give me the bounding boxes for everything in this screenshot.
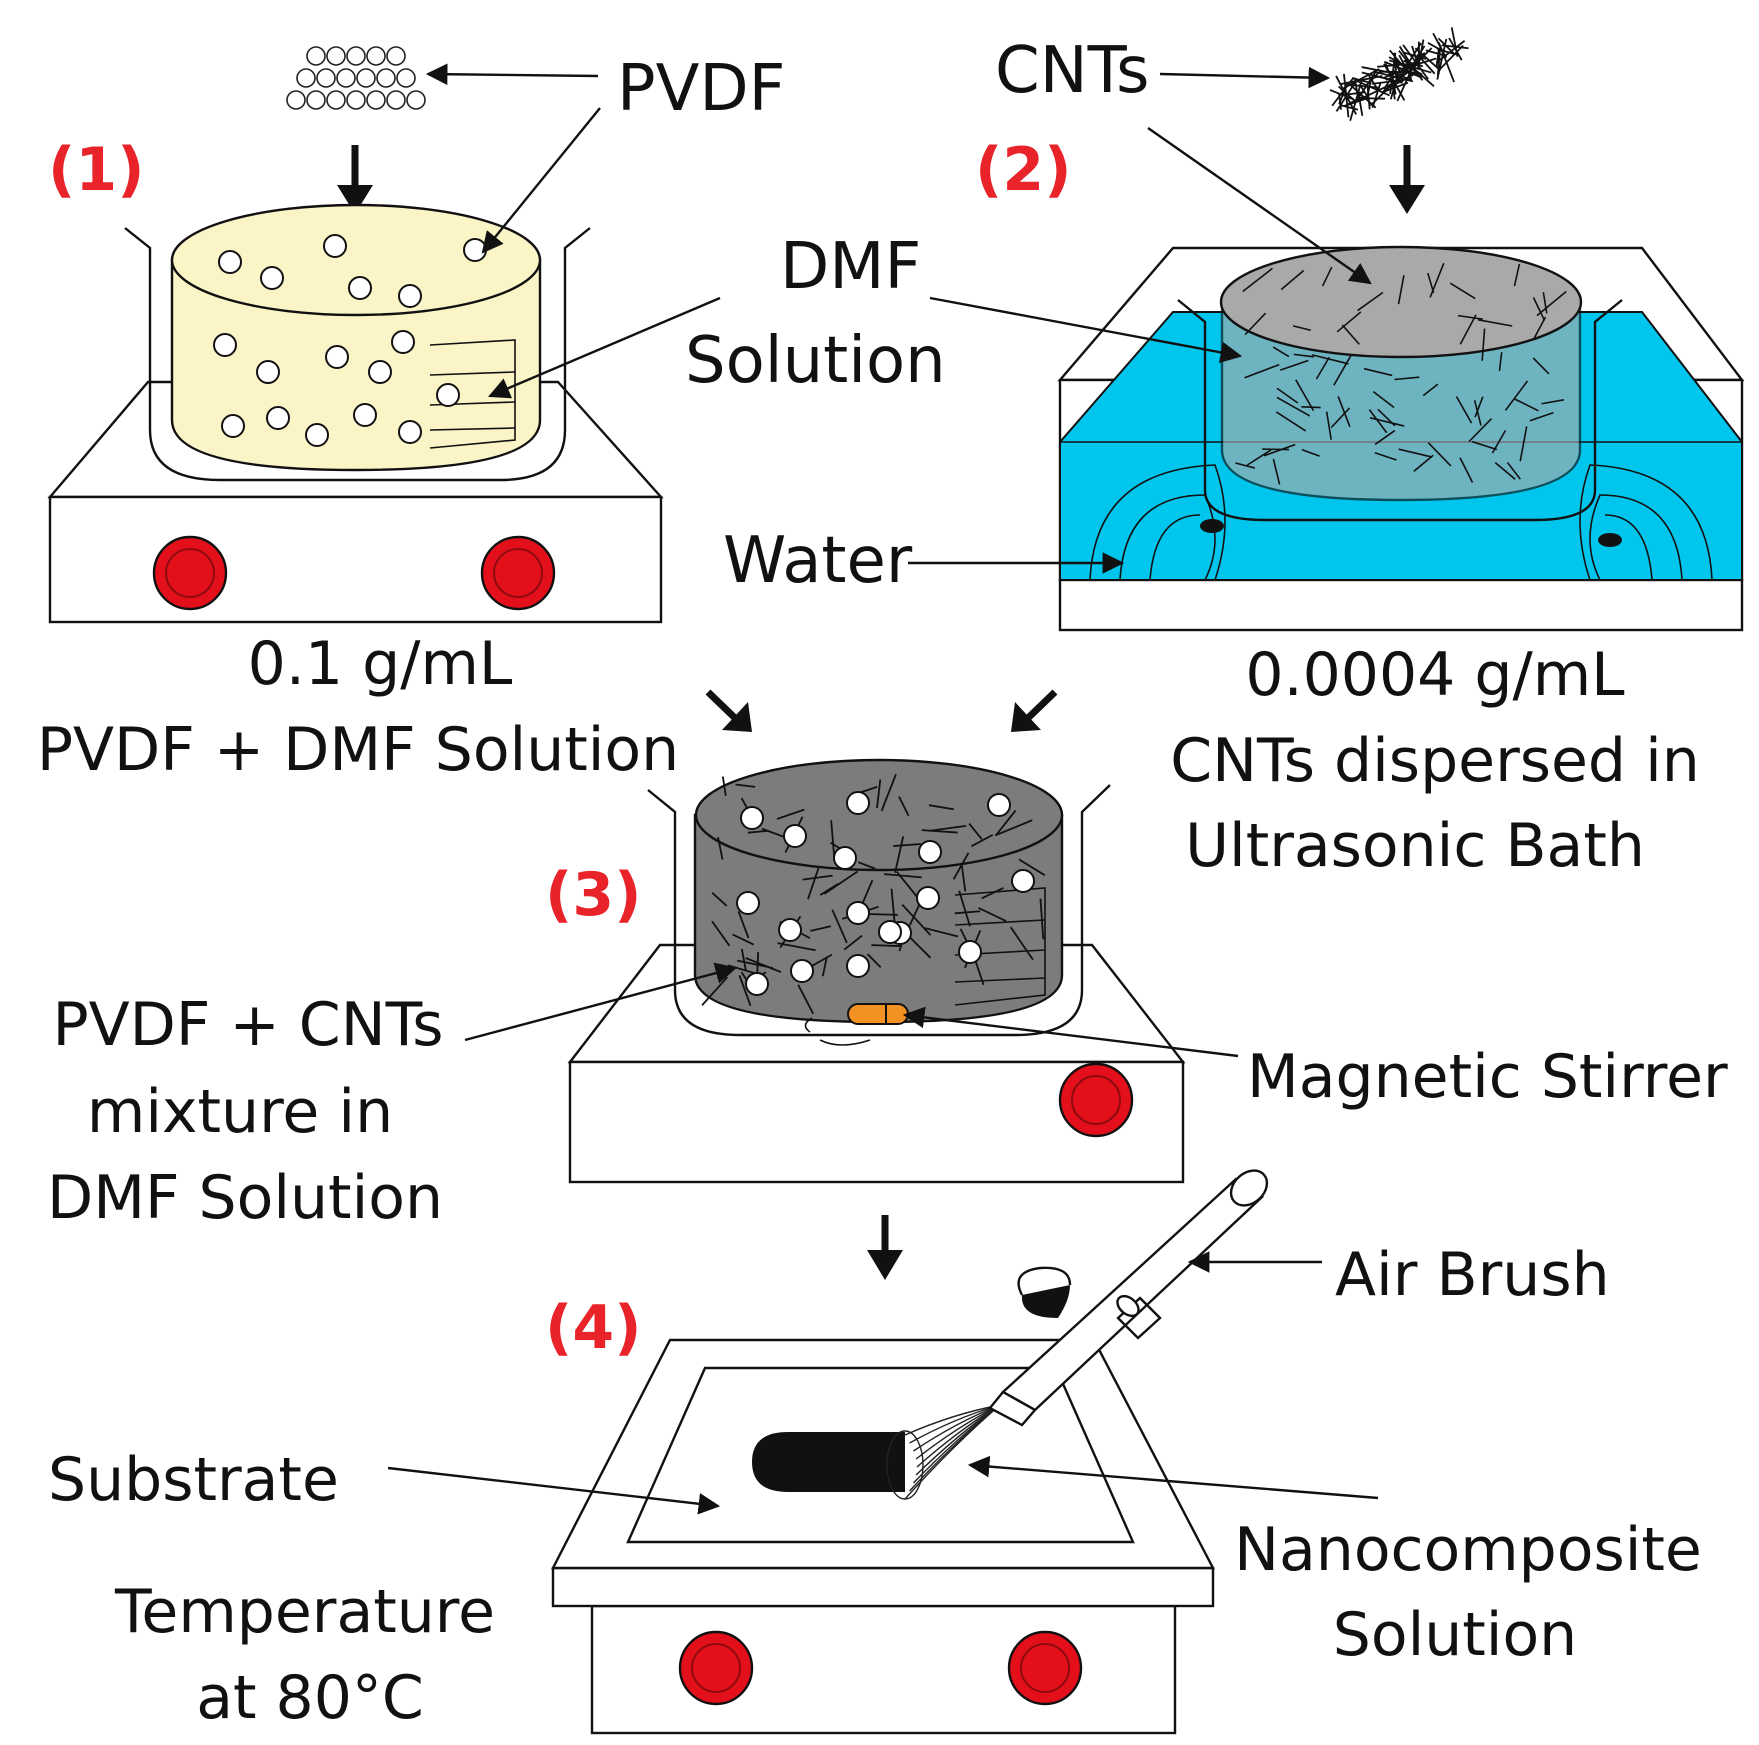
down-arrow-icon: [867, 1215, 903, 1280]
hot-plate-knob-icon: [480, 535, 556, 611]
pvdf-label: PVDF: [617, 52, 785, 126]
pvdf-particle: [436, 383, 460, 407]
pvdf-particle: [745, 972, 769, 996]
pvdf-particle: [846, 954, 870, 978]
magnetic-stirrer-label: Magnetic Stirrer: [1247, 1042, 1728, 1112]
step4-group: [551, 1169, 1269, 1735]
pvdf-particle: [398, 284, 422, 308]
beaker-1: [124, 227, 591, 482]
hot-plate-knob-icon: [678, 1630, 754, 1706]
nanocomposite-coating: [752, 1432, 905, 1492]
air-brush-icon: [988, 1169, 1269, 1427]
pvdf-particle: [323, 234, 347, 258]
pvdf-particle: [218, 250, 242, 274]
pvdf-particle: [740, 806, 764, 830]
hot-plate-knob-icon: [1007, 1630, 1083, 1706]
pvdf-particle: [368, 360, 392, 384]
pvdf-particle: [256, 360, 280, 384]
air-brush-label: Air Brush: [1335, 1240, 1610, 1310]
pvdf-particle: [391, 330, 415, 354]
step3-group: [567, 758, 1186, 1184]
pvdf-cnt-mixture: [693, 758, 1064, 1024]
pvdf-dmf-solution: [170, 203, 542, 472]
pvdf-particle: [790, 959, 814, 983]
down-arrow-icon: [1389, 145, 1425, 214]
step-number-4: (4): [545, 1293, 642, 1363]
mix-line1: PVDF + CNTs: [52, 990, 443, 1060]
down-arrow-icon: [337, 145, 373, 214]
pvdf-particle: [260, 266, 284, 290]
temp-line1: Temperature: [114, 1577, 495, 1647]
pvdf-particle: [958, 940, 982, 964]
step-number-2: (2): [975, 135, 1072, 205]
pvdf-particle: [266, 406, 290, 430]
dmf-label-line2: Solution: [685, 324, 946, 398]
step-number-3: (3): [545, 860, 642, 930]
pvdf-particle: [463, 238, 487, 262]
dmf-label-line1: DMF: [780, 230, 921, 304]
step2-group: [1057, 27, 1745, 632]
water-label: Water: [723, 524, 913, 598]
hot-plate-knob-icon: [1058, 1062, 1134, 1138]
conc2-line1: 0.0004 g/mL: [1245, 640, 1625, 710]
mix-line2: mixture in: [87, 1077, 393, 1147]
pvdf-particle: [353, 403, 377, 427]
down-arrow-icon: [705, 689, 752, 732]
pvdf-particle: [846, 901, 870, 925]
pvdf-particle: [221, 414, 245, 438]
pvdf-particle: [305, 423, 329, 447]
ultrasonic-bath: [1057, 245, 1745, 632]
step1-group: [47, 46, 664, 624]
pvdf-particle: [736, 891, 760, 915]
pvdf-particle: [325, 345, 349, 369]
cnts-label: CNTs: [995, 34, 1149, 108]
down-arrow-icon: [1011, 689, 1058, 732]
pvdf-particle: [778, 918, 802, 942]
temp-line2: at 80°C: [196, 1663, 424, 1733]
conc2-line3: Ultrasonic Bath: [1185, 811, 1645, 881]
hot-plate-knob-icon: [152, 535, 228, 611]
spray-cone: [886, 1404, 1001, 1500]
cnt-bundle-icon: [1329, 27, 1469, 121]
pvdf-particle: [918, 840, 942, 864]
conc1-line2: PVDF + DMF Solution: [37, 715, 679, 785]
conc1-line1: 0.1 g/mL: [248, 629, 513, 699]
pvdf-particle: [833, 846, 857, 870]
pvdf-particle: [783, 824, 807, 848]
pvdf-particle: [916, 886, 940, 910]
pvdf-particle: [348, 276, 372, 300]
nano-line1: Nanocomposite: [1234, 1515, 1702, 1585]
substrate-label: Substrate: [48, 1445, 339, 1515]
pvdf-pellets-icon: [286, 46, 426, 110]
pvdf-particle: [213, 333, 237, 357]
pvdf-particle: [878, 920, 902, 944]
conc2-line2: CNTs dispersed in: [1170, 726, 1700, 796]
magnetic-stirrer-icon: [804, 1003, 909, 1046]
nano-line2: Solution: [1333, 1600, 1577, 1670]
pvdf-particle: [398, 420, 422, 444]
step-number-1: (1): [48, 135, 145, 205]
pvdf-particle: [987, 793, 1011, 817]
pvdf-particle: [1011, 869, 1035, 893]
pvdf-particle: [846, 791, 870, 815]
mix-line3: DMF Solution: [47, 1163, 443, 1233]
